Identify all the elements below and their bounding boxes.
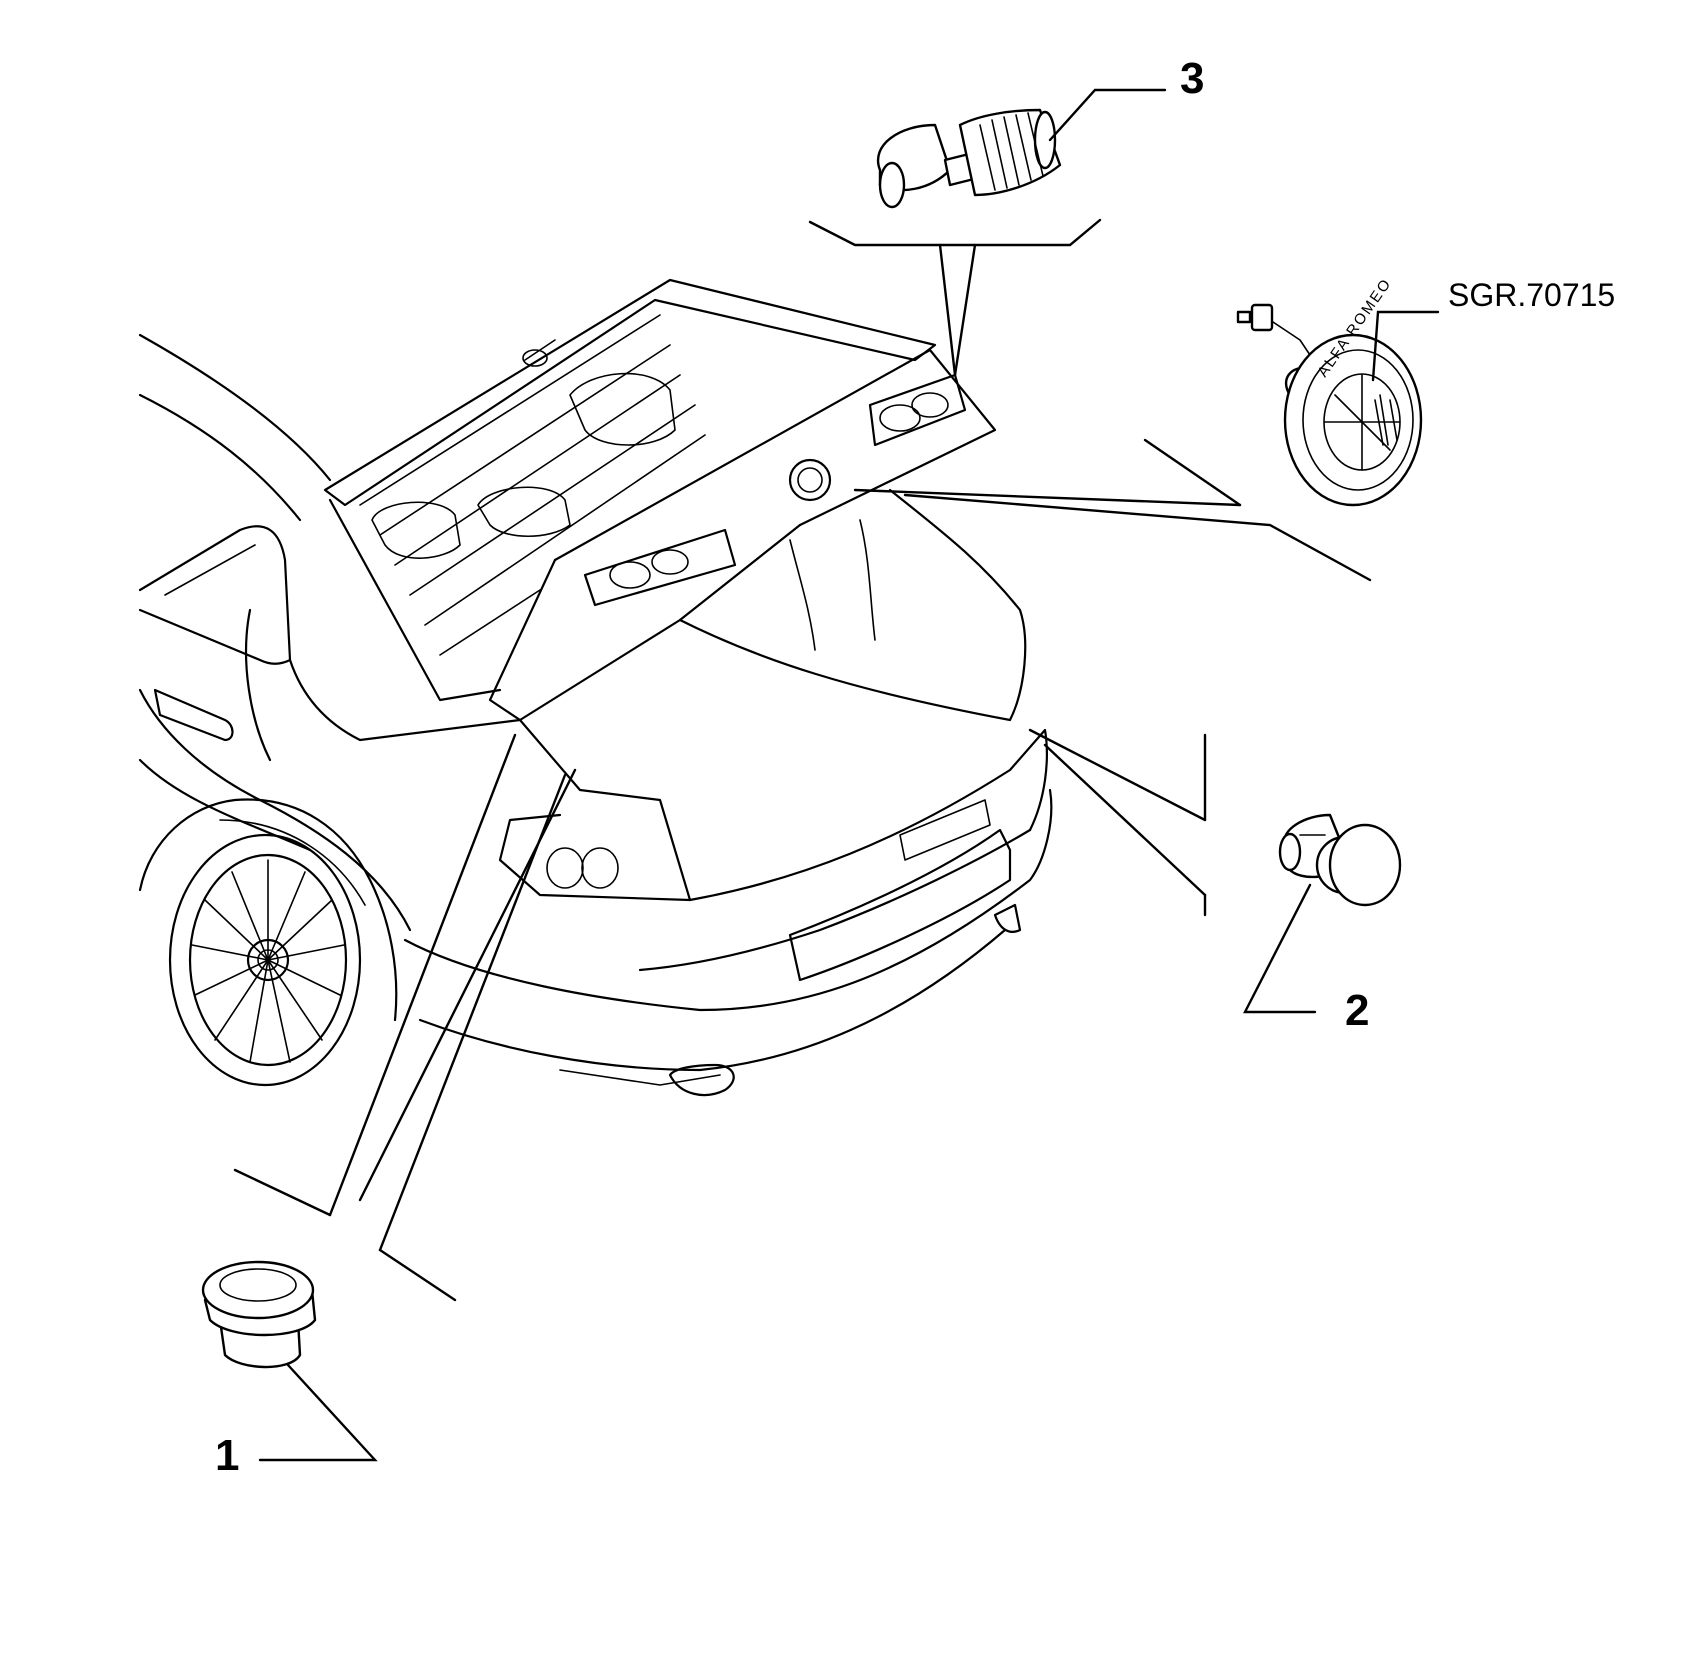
callout-3-leader xyxy=(1048,88,1167,142)
alfa-romeo-emblem-icon: ALFA ROMEO xyxy=(1236,275,1423,507)
part-3-bulb-holder xyxy=(876,108,1062,209)
callout-number-3: 3 xyxy=(1180,54,1204,103)
drawing-code: SGR.70715 xyxy=(1448,277,1615,313)
leader-lines xyxy=(233,218,1372,1302)
callout-2-leader xyxy=(1243,883,1317,1014)
drawing-code-leader xyxy=(1371,310,1440,382)
part-2-plug xyxy=(1278,813,1402,907)
wheel-spokes xyxy=(191,859,345,1063)
callout-1-leader xyxy=(258,1363,378,1462)
callout-number-2: 2 xyxy=(1345,986,1369,1035)
callout-number-1: 1 xyxy=(215,1431,239,1480)
car-rear-view xyxy=(138,278,1053,1097)
part-1-grommet xyxy=(201,1260,317,1369)
